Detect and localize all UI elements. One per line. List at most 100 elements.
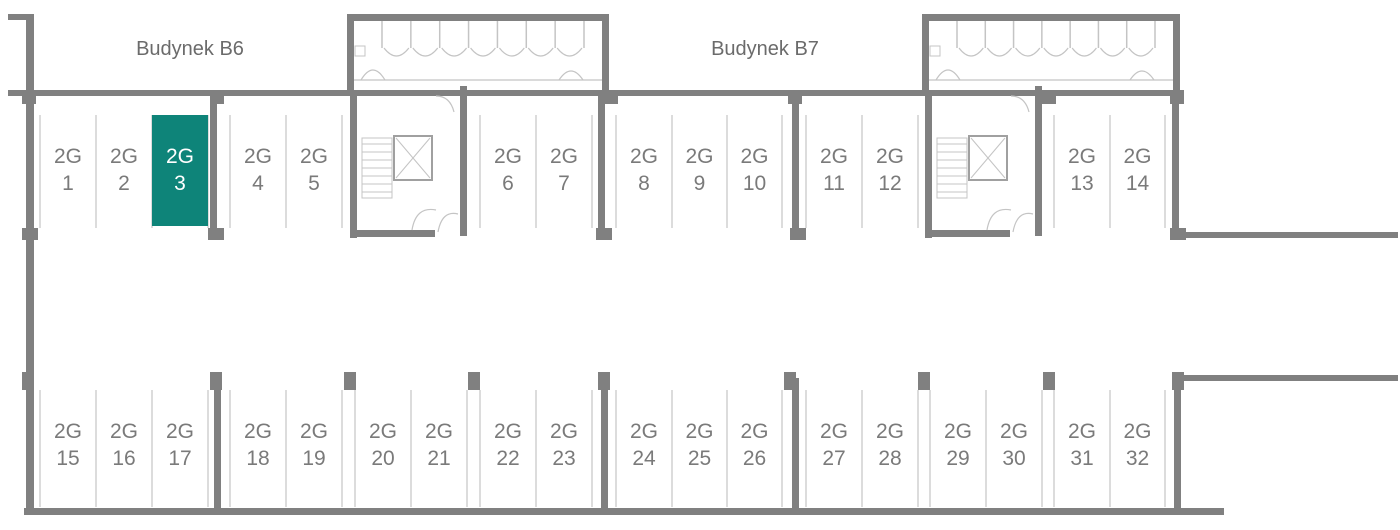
spot-prefix: 2G <box>630 420 658 443</box>
spot-area <box>727 115 782 226</box>
pillar <box>344 372 356 390</box>
door-swing <box>437 212 459 233</box>
spot-area <box>1110 115 1165 226</box>
spot-prefix: 2G <box>1123 145 1151 168</box>
door-swing <box>360 69 386 81</box>
spot-area <box>286 115 342 226</box>
partition-wall <box>1174 378 1181 510</box>
parking-spot-9[interactable]: 2G9 <box>672 115 727 226</box>
spot-number: 4 <box>252 172 264 195</box>
door-swing <box>527 47 554 57</box>
parking-spot-1[interactable]: 2G1 <box>40 115 96 226</box>
door-swing <box>383 47 410 57</box>
spot-number: 7 <box>558 172 570 195</box>
spot-prefix: 2G <box>876 420 904 443</box>
spot-area <box>230 115 286 226</box>
parking-spot-8[interactable]: 2G8 <box>616 115 672 226</box>
spot-area <box>40 115 96 226</box>
spot-number: 10 <box>743 172 766 195</box>
pillar <box>596 228 612 240</box>
spot-number: 23 <box>552 447 575 470</box>
parking-spot-7[interactable]: 2G7 <box>536 115 592 226</box>
spot-area <box>152 115 208 226</box>
spot-prefix: 2G <box>876 145 904 168</box>
pillar <box>1043 372 1055 390</box>
spot-prefix: 2G <box>740 420 768 443</box>
right-corridor-wall <box>1178 232 1398 238</box>
door-swing <box>1128 47 1154 57</box>
spot-prefix: 2G <box>820 145 848 168</box>
door-swing <box>470 47 496 57</box>
right-corridor-wall <box>1178 375 1398 381</box>
bottom-wall <box>24 508 1224 515</box>
spot-prefix: 2G <box>166 145 194 168</box>
sink-fixture <box>354 45 366 57</box>
spot-number: 24 <box>632 447 656 470</box>
parking-spot-6[interactable]: 2G6 <box>480 115 536 226</box>
pillar <box>1042 90 1056 104</box>
spot-prefix: 2G <box>1123 420 1151 443</box>
spot-prefix: 2G <box>494 420 522 443</box>
door-swing <box>986 47 1013 57</box>
restroom-wall <box>347 14 354 90</box>
parking-spot-4[interactable]: 2G4 <box>230 115 286 226</box>
spot-prefix: 2G <box>54 420 82 443</box>
pillar <box>468 372 480 390</box>
spot-number: 21 <box>427 447 450 470</box>
spot-number: 11 <box>823 172 845 195</box>
door-swing <box>986 208 1012 231</box>
partition-wall <box>214 378 221 510</box>
spot-number: 31 <box>1070 447 1093 470</box>
door-swing <box>1099 47 1126 57</box>
parking-spot-2[interactable]: 2G2 <box>96 115 152 226</box>
partition-wall <box>792 378 799 510</box>
stair-core-wall <box>925 92 932 238</box>
spot-number: 19 <box>302 447 325 470</box>
spot-prefix: 2G <box>369 420 397 443</box>
spot-number: 9 <box>694 172 706 195</box>
stair-core-wall <box>925 230 1010 237</box>
stair-core-wall <box>350 230 435 237</box>
pillar <box>22 228 38 240</box>
door-swing <box>935 69 961 81</box>
parking-spot-3[interactable]: 2G3 <box>152 115 208 226</box>
restroom-wall <box>347 14 609 21</box>
door-swing <box>435 95 455 113</box>
spot-number: 20 <box>371 447 394 470</box>
parking-spot-5[interactable]: 2G5 <box>286 115 342 226</box>
door-swing <box>1043 47 1069 57</box>
spot-prefix: 2G <box>494 145 522 168</box>
pillar <box>22 372 34 390</box>
pillar <box>208 228 224 240</box>
door-swing <box>1129 70 1155 81</box>
spot-prefix: 2G <box>944 420 972 443</box>
spot-number: 16 <box>112 447 135 470</box>
partition-wall <box>792 92 799 237</box>
elevator-shaft <box>968 135 1008 181</box>
spot-number: 13 <box>1070 172 1093 195</box>
